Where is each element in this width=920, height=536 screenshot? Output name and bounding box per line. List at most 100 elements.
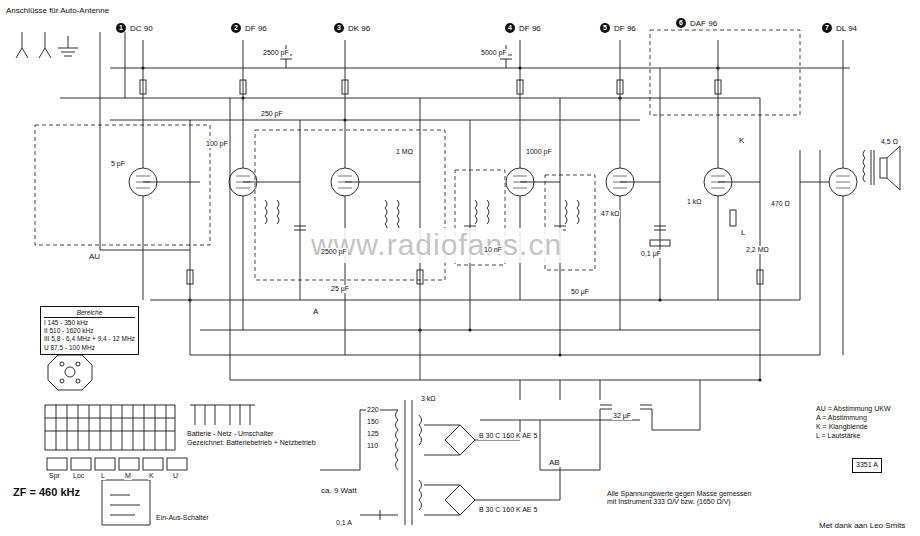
- schematic-stroke: [102, 480, 150, 525]
- schematic-label: 1000 pF: [525, 148, 553, 156]
- schematic-stroke: [100, 58, 190, 250]
- schematic-label: A = Abstimmung: [815, 414, 868, 422]
- schematic-stroke: [230, 380, 760, 381]
- drawing-number-box: 3351 A: [852, 458, 882, 473]
- schematic-stroke: [241, 96, 244, 99]
- schematic-label: DF 96: [244, 24, 268, 33]
- schematic-stroke: [60, 379, 64, 383]
- schematic-stroke: [95, 458, 115, 470]
- callout-number: 3: [334, 23, 344, 33]
- schematic-stroke: [600, 405, 652, 409]
- schematic-stroke: [887, 146, 900, 190]
- schematic-stroke: [240, 80, 246, 94]
- schematic-label: 100 pF: [205, 140, 229, 148]
- schematic-stroke: [418, 328, 421, 331]
- schematic-stroke: [100, 32, 125, 58]
- schematic-stroke: [45, 405, 175, 450]
- schematic-stroke: [265, 200, 279, 224]
- schematic-label: L: [740, 228, 746, 237]
- schematic-label: ZF = 460 kHz: [12, 486, 81, 499]
- schematic-label: 4,5 Ω: [880, 138, 899, 146]
- schematic-label: U: [172, 472, 179, 480]
- schematic-stroke: [143, 40, 843, 168]
- schematic-label: B 30 C 160 K AE 5: [478, 506, 538, 514]
- band-table: BereicheI 145 - 350 kHzII 510 - 1620 kHz…: [40, 306, 139, 355]
- schematic-label: DK 96: [347, 24, 371, 33]
- schematic-stroke: [60, 98, 760, 99]
- schematic-stroke: [190, 405, 255, 425]
- schematic-label: K: [148, 472, 155, 480]
- schematic-label: DF 96: [518, 24, 542, 33]
- schematic-stroke: [716, 66, 719, 69]
- callout-number: 1: [116, 23, 126, 33]
- schematic-stroke: [658, 298, 661, 301]
- schematic-stroke: [200, 330, 760, 331]
- schematic-label: Loc: [72, 472, 85, 480]
- schematic-stroke: [76, 379, 80, 383]
- schematic-stroke: [188, 298, 191, 301]
- schematic-stroke: [342, 80, 348, 94]
- schematic-label: 125: [366, 430, 380, 438]
- schematic-stroke: [757, 270, 763, 284]
- schematic-stroke: [518, 66, 521, 69]
- table-cell: III 5,8 - 6,4 MHz + 9,4 - 12 MHz: [44, 335, 135, 343]
- callout-number: 4: [505, 23, 515, 33]
- schematic-label: B 30 C 160 K AE 5: [478, 432, 538, 440]
- callout-number: 2: [231, 23, 241, 33]
- schematic-stroke: [650, 30, 800, 115]
- schematic-stroke: [141, 66, 144, 69]
- schematic-label: DF 96: [613, 24, 637, 33]
- schematic-stroke: [618, 96, 621, 99]
- schematic-label: 250 pF: [260, 110, 284, 118]
- schematic-label: AU: [88, 252, 101, 261]
- schematic-stroke: [520, 380, 600, 400]
- schematic-label: 3 kΩ: [420, 395, 437, 403]
- schematic-label: 32 μF: [612, 412, 632, 420]
- schematic-stroke: [715, 80, 721, 94]
- schematic-stroke: [419, 415, 422, 510]
- schematic-stroke: [140, 80, 146, 94]
- schematic-label: Ein-Aus-Schalter: [155, 514, 210, 522]
- schematic-label: 1 MΩ: [395, 148, 414, 156]
- schematic-label: Alle Spannungswerte gegen Masse gemessen…: [606, 490, 758, 506]
- schematic-stroke: [150, 300, 800, 301]
- schematic-stroke: [730, 210, 736, 226]
- schematic-label: 10 nF: [483, 246, 503, 254]
- schematic-stroke: [758, 378, 761, 381]
- schematic-stroke: [167, 458, 187, 470]
- schematic-stroke: [480, 380, 700, 470]
- schematic-label: 5000 pF: [480, 49, 508, 57]
- schematic-stroke: [396, 410, 399, 470]
- schematic-stroke: [119, 458, 139, 470]
- schematic-label: AU = Abstimmung UKW: [815, 405, 892, 413]
- schematic-label: L: [100, 472, 106, 480]
- schematic-label: M: [124, 472, 132, 480]
- table-cell: 3351 A: [856, 461, 878, 470]
- schematic-stroke: [617, 80, 623, 94]
- schematic-stroke: [35, 125, 210, 245]
- schematic-stroke: [47, 458, 67, 470]
- schematic-stroke: [136, 176, 850, 188]
- callout-number: 5: [600, 23, 610, 33]
- schematic-stroke: [110, 68, 850, 69]
- table-cell: I 145 - 350 kHz: [44, 319, 135, 327]
- schematic-stroke: [417, 270, 423, 284]
- schematic-stroke: [405, 400, 412, 525]
- schematic-label: K = Klangblende: [815, 423, 869, 431]
- schematic-label: 0,1 μF: [640, 250, 662, 258]
- schematic-label: K: [738, 136, 745, 145]
- schematic-label: 2500 pF: [262, 49, 290, 57]
- wiring: [16, 32, 900, 525]
- schematic-label: 110: [366, 442, 379, 450]
- schematic-label: 150: [366, 418, 380, 426]
- shield-outlines: [35, 30, 800, 280]
- schematic-label: 47 kΩ: [600, 210, 620, 218]
- schematic-label: 0,1 A: [335, 519, 353, 527]
- schematic-label: Batterie - Netz - Umschalter: [186, 430, 274, 438]
- schematic-stroke: [71, 458, 91, 470]
- table-heading: Bereiche: [44, 309, 135, 318]
- schematic-stroke: [558, 353, 561, 356]
- schematic-stroke: [76, 362, 80, 366]
